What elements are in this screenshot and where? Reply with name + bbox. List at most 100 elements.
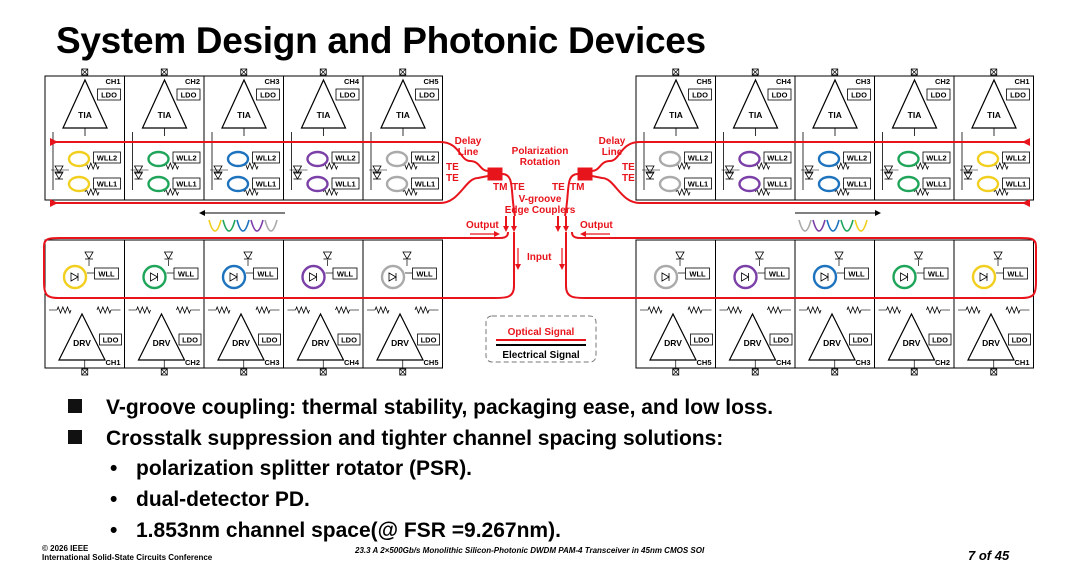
- dot-bullet-icon: •: [110, 457, 118, 480]
- rx-left-ldo-2: LDO: [181, 91, 197, 100]
- rx-left-tia-4: TIA: [317, 110, 331, 120]
- rx-left-wll1-2: WLL1: [176, 180, 196, 189]
- sub-bullet-3: •1.853nm channel space(@ FSR =9.267nm).: [110, 519, 561, 542]
- tx-left-ldo-2: LDO: [182, 336, 198, 345]
- tx-right-drv-1: DRV: [664, 338, 682, 348]
- tx-right-ldo-2: LDO: [773, 336, 789, 345]
- delay-line-label-left-2: Line: [458, 147, 479, 158]
- tx-right-drv-5: DRV: [982, 338, 1000, 348]
- legend-optical-label: Optical Signal: [508, 327, 575, 338]
- slide-title: System Design and Photonic Devices: [56, 20, 706, 61]
- rx-right-tia-4: TIA: [908, 110, 922, 120]
- rx-left-ch-label-2: CH2: [185, 77, 200, 86]
- rx-right-wll1-2: WLL1: [767, 180, 787, 189]
- tx-left-drv-1: DRV: [73, 338, 91, 348]
- output-label-right: Output: [580, 220, 613, 231]
- footer-copyright-line: © 2026 IEEE: [42, 544, 89, 553]
- rx-right-ch-label-3: CH3: [855, 77, 870, 86]
- tx-right-ch-label-2: CH4: [776, 358, 792, 367]
- tx-left-drv-3: DRV: [232, 338, 250, 348]
- dot-bullet-icon: •: [110, 519, 118, 542]
- tx-left-drv-2: DRV: [153, 338, 171, 348]
- output-label-left: Output: [466, 220, 499, 231]
- te-label-right-1: TE: [622, 162, 635, 173]
- rx-right-ch-label-5: CH1: [1014, 77, 1029, 86]
- tx-left-ldo-1: LDO: [103, 336, 119, 345]
- rx-left-ldo-1: LDO: [101, 91, 117, 100]
- rx-right-ch-label-2: CH4: [776, 77, 792, 86]
- rx-right-ldo-1: LDO: [692, 91, 708, 100]
- tx-left-drv-5: DRV: [391, 338, 409, 348]
- rx-left-ch-label-4: CH4: [344, 77, 360, 86]
- tx-left-ch-label-2: CH2: [185, 358, 200, 367]
- tx-right-ch-label-4: CH2: [935, 358, 950, 367]
- tx-left-wll-5: WLL: [416, 270, 433, 279]
- rx-right-tia-3: TIA: [828, 110, 842, 120]
- tx-left-drv-4: DRV: [312, 338, 330, 348]
- rx-right-wll1-3: WLL1: [847, 180, 867, 189]
- rx-left-ch-label-5: CH5: [423, 77, 438, 86]
- tx-right-ldo-3: LDO: [853, 336, 869, 345]
- rx-left-ch-label-3: CH3: [264, 77, 279, 86]
- rx-right-ldo-4: LDO: [931, 91, 947, 100]
- input-label: Input: [527, 252, 552, 263]
- rx-left-wll1-1: WLL1: [97, 180, 117, 189]
- tx-right-ldo-4: LDO: [932, 336, 948, 345]
- legend-electrical-label: Electrical Signal: [502, 350, 579, 361]
- rx-right-ldo-5: LDO: [1010, 91, 1026, 100]
- rx-right-wll2-2: WLL2: [767, 154, 787, 163]
- square-bullet-icon: [68, 430, 82, 444]
- rx-right-wll2-1: WLL2: [688, 154, 708, 163]
- te-label-right-2: TE: [622, 173, 635, 184]
- rx-left-tia-3: TIA: [237, 110, 251, 120]
- tx-left-wll-2: WLL: [178, 270, 195, 279]
- rx-right-tia-1: TIA: [669, 110, 683, 120]
- rx-left-wll1-4: WLL1: [335, 180, 355, 189]
- rx-right-ldo-2: LDO: [772, 91, 788, 100]
- rx-left-ch-label-1: CH1: [105, 77, 120, 86]
- footer-copyright: © 2026 IEEE International Solid-State Ci…: [42, 544, 212, 562]
- rx-left-wll2-3: WLL2: [256, 154, 276, 163]
- vgroove-label-1: V-groove: [519, 194, 562, 205]
- rx-right-wll2-4: WLL2: [926, 154, 946, 163]
- rx-left-tia-2: TIA: [158, 110, 172, 120]
- tx-right-ldo-5: LDO: [1012, 336, 1028, 345]
- rx-right-wll1-1: WLL1: [688, 180, 708, 189]
- rx-right-tia-5: TIA: [987, 110, 1001, 120]
- tx-left-wll-4: WLL: [337, 270, 354, 279]
- tx-right-ldo-1: LDO: [694, 336, 710, 345]
- rx-right-ch-label-4: CH2: [935, 77, 950, 86]
- tx-left-ch-label-4: CH4: [344, 358, 360, 367]
- rx-left-wll1-5: WLL1: [415, 180, 435, 189]
- rx-right-ldo-3: LDO: [851, 91, 867, 100]
- rx-left-wll1-3: WLL1: [256, 180, 276, 189]
- tx-right-drv-3: DRV: [823, 338, 841, 348]
- sub-bullet-1: •polarization splitter rotator (PSR).: [110, 457, 473, 480]
- tx-right-wll-1: WLL: [689, 270, 706, 279]
- tx-left-ldo-4: LDO: [341, 336, 357, 345]
- delay-line-label-right-2: Line: [602, 147, 623, 158]
- rx-right-wll1-5: WLL1: [1006, 180, 1026, 189]
- tx-left-ldo-3: LDO: [262, 336, 278, 345]
- bullet-2: Crosstalk suppression and tighter channe…: [68, 427, 723, 451]
- tx-right-drv-4: DRV: [903, 338, 921, 348]
- rx-left-tia-5: TIA: [396, 110, 410, 120]
- bullet-1: V-groove coupling: thermal stability, pa…: [68, 396, 773, 420]
- tx-right-ch-label-5: CH1: [1014, 358, 1029, 367]
- te-label-left-2: TE: [446, 173, 459, 184]
- tx-right-ch-label-3: CH3: [855, 358, 870, 367]
- tm-label-left: TM: [493, 182, 507, 193]
- tx-right-wll-5: WLL: [1007, 270, 1024, 279]
- rx-right-wll2-5: WLL2: [1006, 154, 1026, 163]
- delay-line-label-right-1: Delay: [599, 136, 626, 147]
- te-label-center-left: TE: [512, 182, 525, 193]
- rx-left-ldo-3: LDO: [260, 91, 276, 100]
- rx-left-ldo-5: LDO: [419, 91, 435, 100]
- rx-right-tia-2: TIA: [749, 110, 763, 120]
- tx-left-ch-label-1: CH1: [105, 358, 120, 367]
- te-label-left-1: TE: [446, 162, 459, 173]
- tx-right-ch-label-1: CH5: [696, 358, 711, 367]
- te-label-center-right: TE: [552, 182, 565, 193]
- tx-right-wll-4: WLL: [928, 270, 945, 279]
